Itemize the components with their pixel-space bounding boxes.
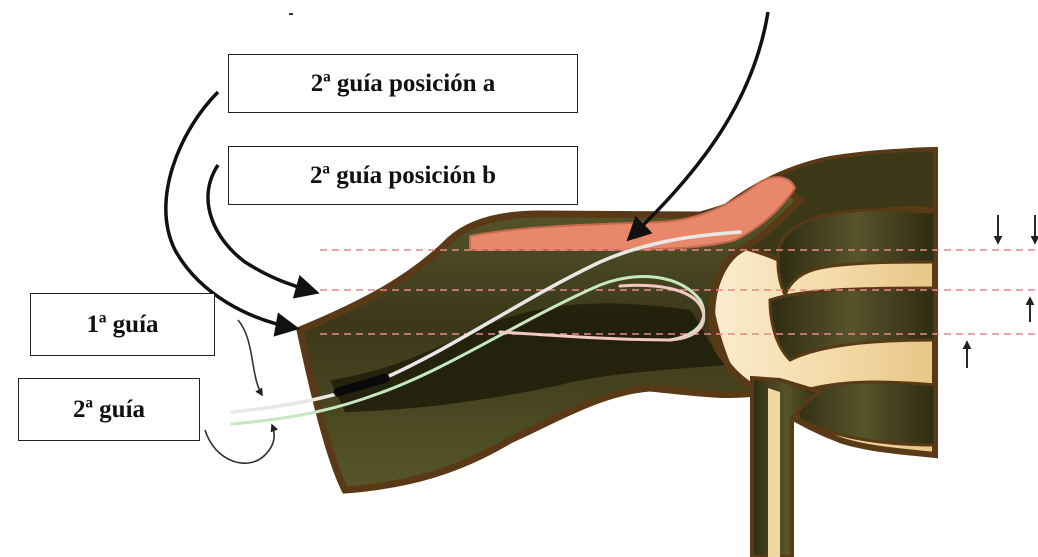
measurement-arrows xyxy=(967,215,1035,368)
first-guide-arrow xyxy=(238,320,262,395)
label-second-guide-position-b: 2ª guía posición b xyxy=(228,146,578,205)
guide-label-arrows xyxy=(205,320,274,463)
second-guide-arrow xyxy=(205,425,274,463)
speck xyxy=(289,13,293,15)
lower-vertical-duct-core xyxy=(768,388,780,557)
label-first-guide: 1ª guía xyxy=(30,293,215,356)
label-second-guide: 2ª guía xyxy=(18,378,200,441)
label-second-guide-position-a: 2ª guía posición a xyxy=(228,54,578,113)
